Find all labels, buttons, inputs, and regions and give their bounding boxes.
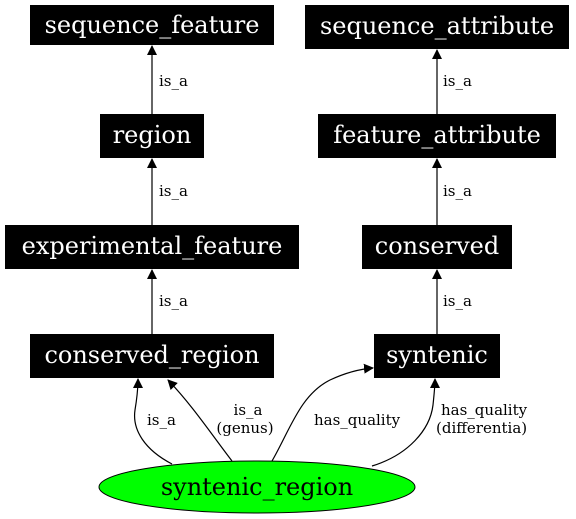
node-syntenic-region: syntenic_region [98, 460, 416, 514]
edge-syntenic-region-is-a: is_a [132, 378, 176, 465]
node-label-conserved: conserved [375, 232, 499, 260]
edge-feature-attribute-to-sequence-attribute: is_a [432, 49, 472, 114]
edge-label: has_quality [314, 411, 401, 429]
node-label-syntenic-region: syntenic_region [161, 473, 353, 501]
node-syntenic: syntenic [374, 334, 500, 378]
node-label-experimental-feature: experimental_feature [22, 232, 283, 260]
node-label-feature-attribute: feature_attribute [333, 121, 541, 149]
node-sequence-attribute: sequence_attribute [305, 5, 569, 49]
node-feature-attribute: feature_attribute [318, 114, 556, 158]
node-label-sequence-attribute: sequence_attribute [320, 12, 554, 40]
edge-conserved-to-feature-attribute: is_a [432, 158, 472, 225]
node-sequence-feature: sequence_feature [30, 5, 274, 45]
node-region: region [100, 114, 204, 158]
edge-conserved-region-to-experimental-feature: is_a [147, 269, 188, 334]
edge-region-to-sequence-feature: is_a [147, 45, 188, 114]
edge-label: is_a [159, 292, 188, 310]
node-label-conserved-region: conserved_region [44, 341, 259, 369]
edge-label: is_a [159, 72, 188, 90]
edge-label-differentia-line1: has_quality [441, 401, 528, 419]
edge-label: is_a [443, 72, 472, 90]
edge-experimental-feature-to-region: is_a [147, 158, 188, 225]
node-label-region: region [113, 121, 192, 149]
edge-label: is_a [443, 292, 472, 310]
edge-label: is_a [147, 411, 176, 429]
node-conserved: conserved [362, 225, 512, 269]
edge-label: is_a [443, 182, 472, 200]
node-experimental-feature: experimental_feature [5, 225, 299, 269]
node-conserved-region: conserved_region [30, 334, 274, 378]
edge-syntenic-to-conserved: is_a [432, 269, 472, 334]
edge-label-genus-line1: is_a [234, 401, 263, 419]
edge-syntenic-region-differentia: has_quality (differentia) [371, 378, 528, 467]
node-label-syntenic: syntenic [386, 341, 488, 369]
edge-label-differentia-line2: (differentia) [436, 419, 527, 437]
edge-syntenic-region-genus: is_a (genus) [167, 379, 274, 462]
edge-label-genus-line2: (genus) [216, 419, 273, 437]
edge-label: is_a [159, 182, 188, 200]
edge-syntenic-region-has-quality: has_quality [271, 363, 401, 462]
node-label-sequence-feature: sequence_feature [45, 11, 260, 39]
